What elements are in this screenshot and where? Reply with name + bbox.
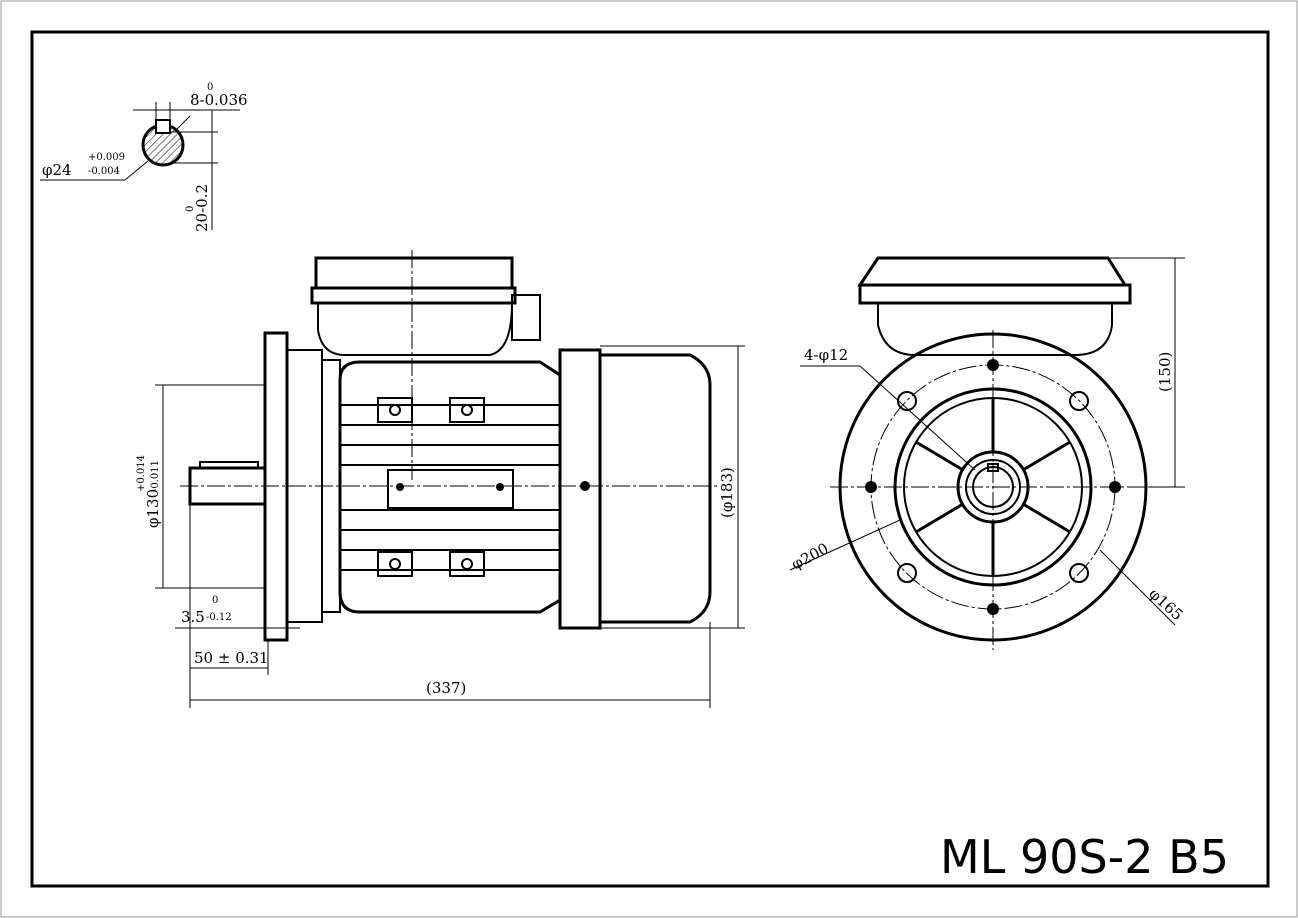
pcd-dim: φ165 bbox=[1145, 585, 1186, 625]
box-height-dim: (150) bbox=[1156, 352, 1174, 392]
key-depth-tol: 0 bbox=[185, 206, 196, 212]
terminal-box bbox=[317, 302, 513, 356]
fan-cover bbox=[598, 353, 712, 624]
spigot-dia-dim: φ130 bbox=[144, 489, 162, 528]
fan-bracket bbox=[558, 348, 602, 630]
holes-dim: 4-φ12 bbox=[804, 346, 848, 364]
overall-height-dim: (φ183) bbox=[718, 467, 736, 518]
keyway-detail: 8-0.036 0 φ24 +0.009 -0.004 20-0.2 0 bbox=[40, 82, 248, 232]
shaft-dia-lower-tol: -0.004 bbox=[88, 166, 120, 177]
flange-dia-dim: φ200 bbox=[788, 539, 831, 573]
side-view: φ130 +0.014 -0.011 3.5 0 -0.12 50 ± 0.31… bbox=[136, 250, 745, 708]
spigot-upper-tol: +0.014 bbox=[136, 455, 147, 492]
drawing-title: ML 90S-2 B5 bbox=[940, 830, 1229, 884]
key-depth-dim: 20-0.2 bbox=[193, 184, 211, 232]
shaft-dia-upper-tol: +0.009 bbox=[88, 152, 125, 163]
key-width-tol: 0 bbox=[207, 82, 213, 93]
spigot-depth-dim: 3.5 bbox=[181, 608, 205, 626]
terminal-box-lid bbox=[314, 256, 514, 290]
drawing-frame bbox=[30, 30, 1270, 888]
flange-outline bbox=[838, 332, 1148, 642]
front-view: 4-φ12 φ200 φ165 (150) bbox=[788, 256, 1186, 650]
overall-length-dim: (337) bbox=[426, 679, 466, 697]
bolt-holes bbox=[865, 359, 1121, 615]
key-width-dim: 8-0.036 bbox=[190, 91, 248, 109]
shaft-dia-dim: φ24 bbox=[42, 161, 72, 179]
shaft-key bbox=[199, 461, 259, 469]
spigot-depth-upper-tol: 0 bbox=[212, 595, 218, 606]
spigot-depth-lower-tol: -0.12 bbox=[206, 612, 232, 623]
cable-gland bbox=[511, 294, 541, 341]
spigot-lower-tol: -0.011 bbox=[150, 460, 161, 492]
shaft-length-dim: 50 ± 0.31 bbox=[194, 649, 269, 667]
terminal-box-lid-front bbox=[857, 256, 1128, 287]
